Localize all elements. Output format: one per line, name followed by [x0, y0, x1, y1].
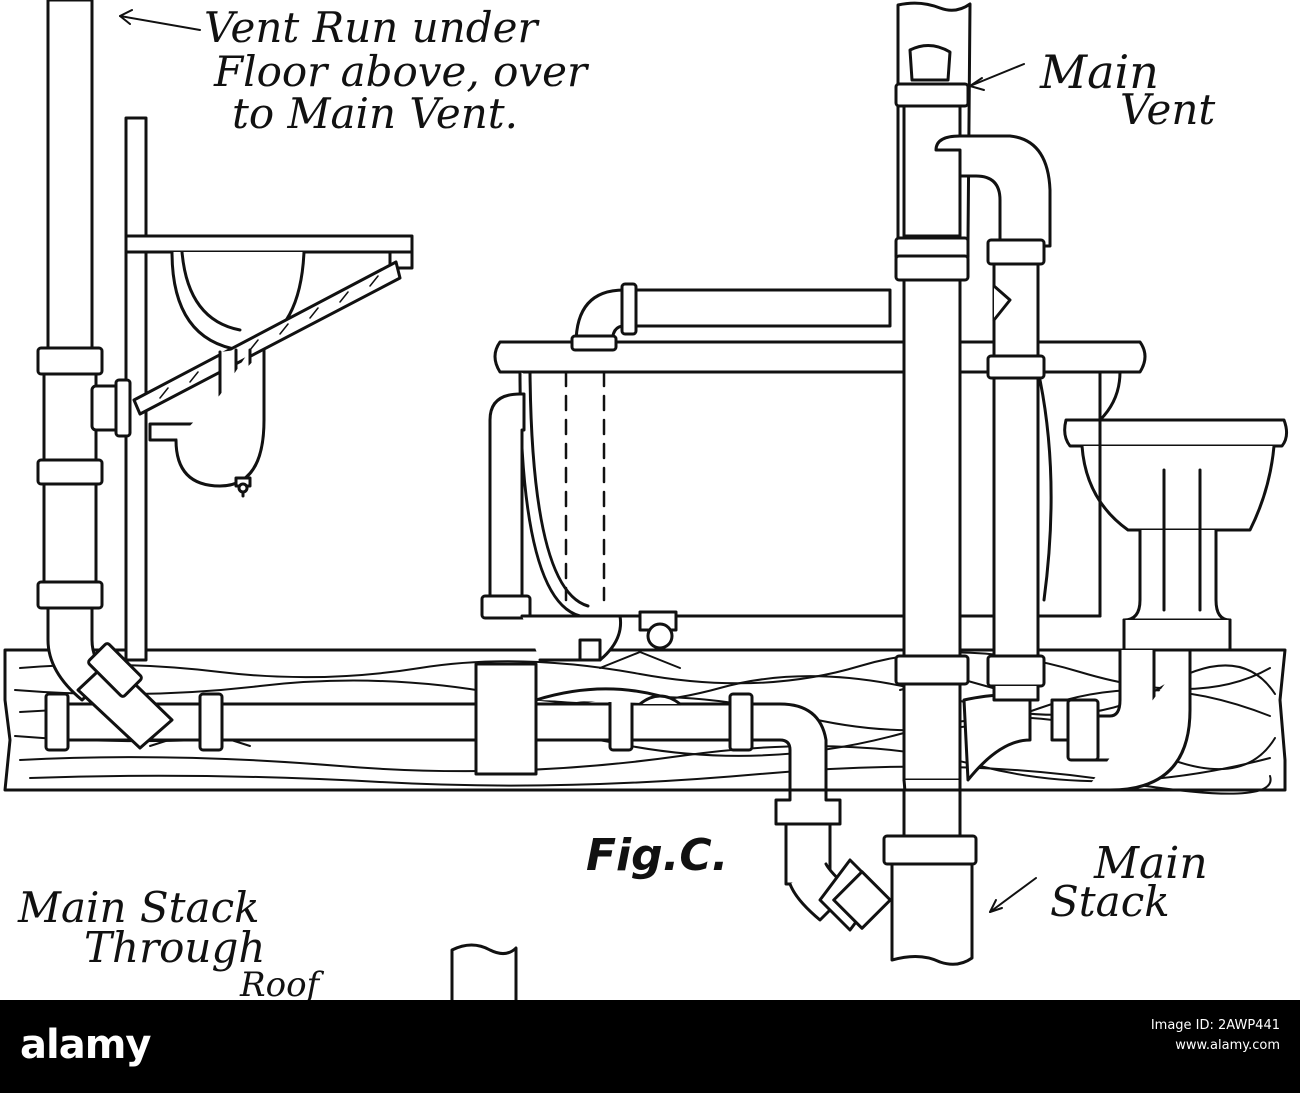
alamy-logo: alamy: [20, 1022, 151, 1068]
sink-tee: [90, 378, 132, 438]
main-stack: [882, 1, 978, 966]
figure-caption: Fig.C.: [586, 830, 728, 881]
label-main-stack-line2: Stack: [1050, 877, 1170, 926]
label-main-vent-line2: Vent: [1120, 85, 1215, 134]
lavatory-sink: [124, 234, 414, 498]
label-main-vent-line1: Main: [1039, 45, 1159, 99]
watermark-bar: alamy Image ID: 2AWP441 www.alamy.com: [0, 1000, 1300, 1093]
label-main-stack-roof-line2: Through: [84, 923, 265, 972]
site-url: www.alamy.com: [1175, 1037, 1280, 1053]
label-vent-run-line1: Vent Run under: [204, 3, 541, 52]
label-main-stack-roof-line1: Main Stack: [17, 883, 260, 932]
main-vent-branch: [934, 134, 1052, 688]
left-vent-stack: [36, 0, 110, 702]
lower-drain-elbow: [774, 788, 892, 932]
water-closet: [1063, 418, 1289, 792]
leader-arrows: [119, 9, 1037, 913]
label-main-stack-roof-line3: Roof: [239, 965, 325, 1000]
tub-wall: [1038, 370, 1102, 618]
roof-stack-stub: [450, 943, 518, 1000]
label-main-stack-line1: Main: [1093, 838, 1208, 889]
bath-tub: [474, 282, 1147, 776]
label-vent-run-line3: to Main Vent.: [232, 89, 518, 138]
plumbing-diagram: Vent Run under Floor above, over to Main…: [3, 0, 1289, 1000]
wall-board: [124, 116, 148, 662]
image-id: Image ID: 2AWP441: [1150, 1018, 1280, 1033]
stock-info: Image ID: 2AWP441 www.alamy.com: [1151, 1016, 1280, 1055]
label-vent-run-line2: Floor above, over: [213, 47, 590, 96]
